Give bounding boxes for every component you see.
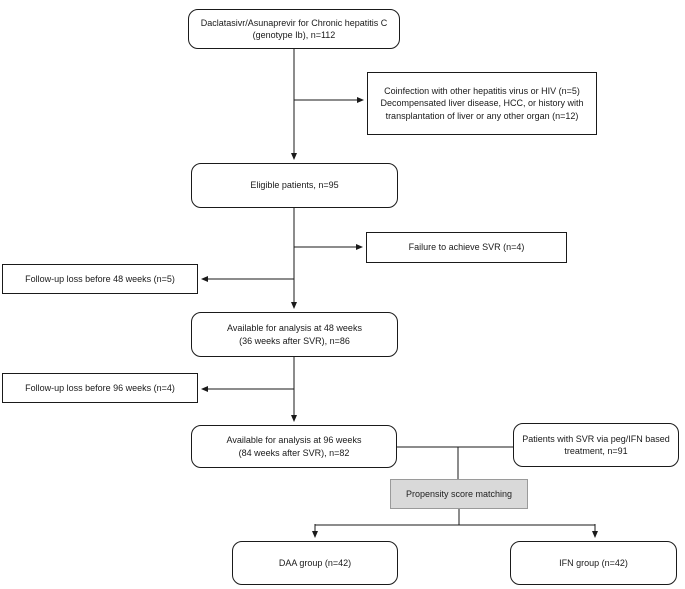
box-propensity-matching: Propensity score matching	[390, 479, 528, 509]
box-daa-group: DAA group (n=42)	[232, 541, 398, 585]
box-svr-failure: Failure to achieve SVR (n=4)	[366, 232, 567, 263]
box-exclusion: Coinfection with other hepatitis virus o…	[367, 72, 597, 135]
box-eligible-patients: Eligible patients, n=95	[191, 163, 398, 208]
box-followup-loss-48: Follow-up loss before 48 weeks (n=5)	[2, 264, 198, 294]
box-ifn-group: IFN group (n=42)	[510, 541, 677, 585]
box-followup-loss-96: Follow-up loss before 96 weeks (n=4)	[2, 373, 198, 403]
box-ifn-svr-patients: Patients with SVR via peg/IFN based trea…	[513, 423, 679, 467]
box-analysis-48: Available for analysis at 48 weeks (36 w…	[191, 312, 398, 357]
box-analysis-96: Available for analysis at 96 weeks (84 w…	[191, 425, 397, 468]
box-enrollment: Daclatasivr/Asunaprevir for Chronic hepa…	[188, 9, 400, 49]
